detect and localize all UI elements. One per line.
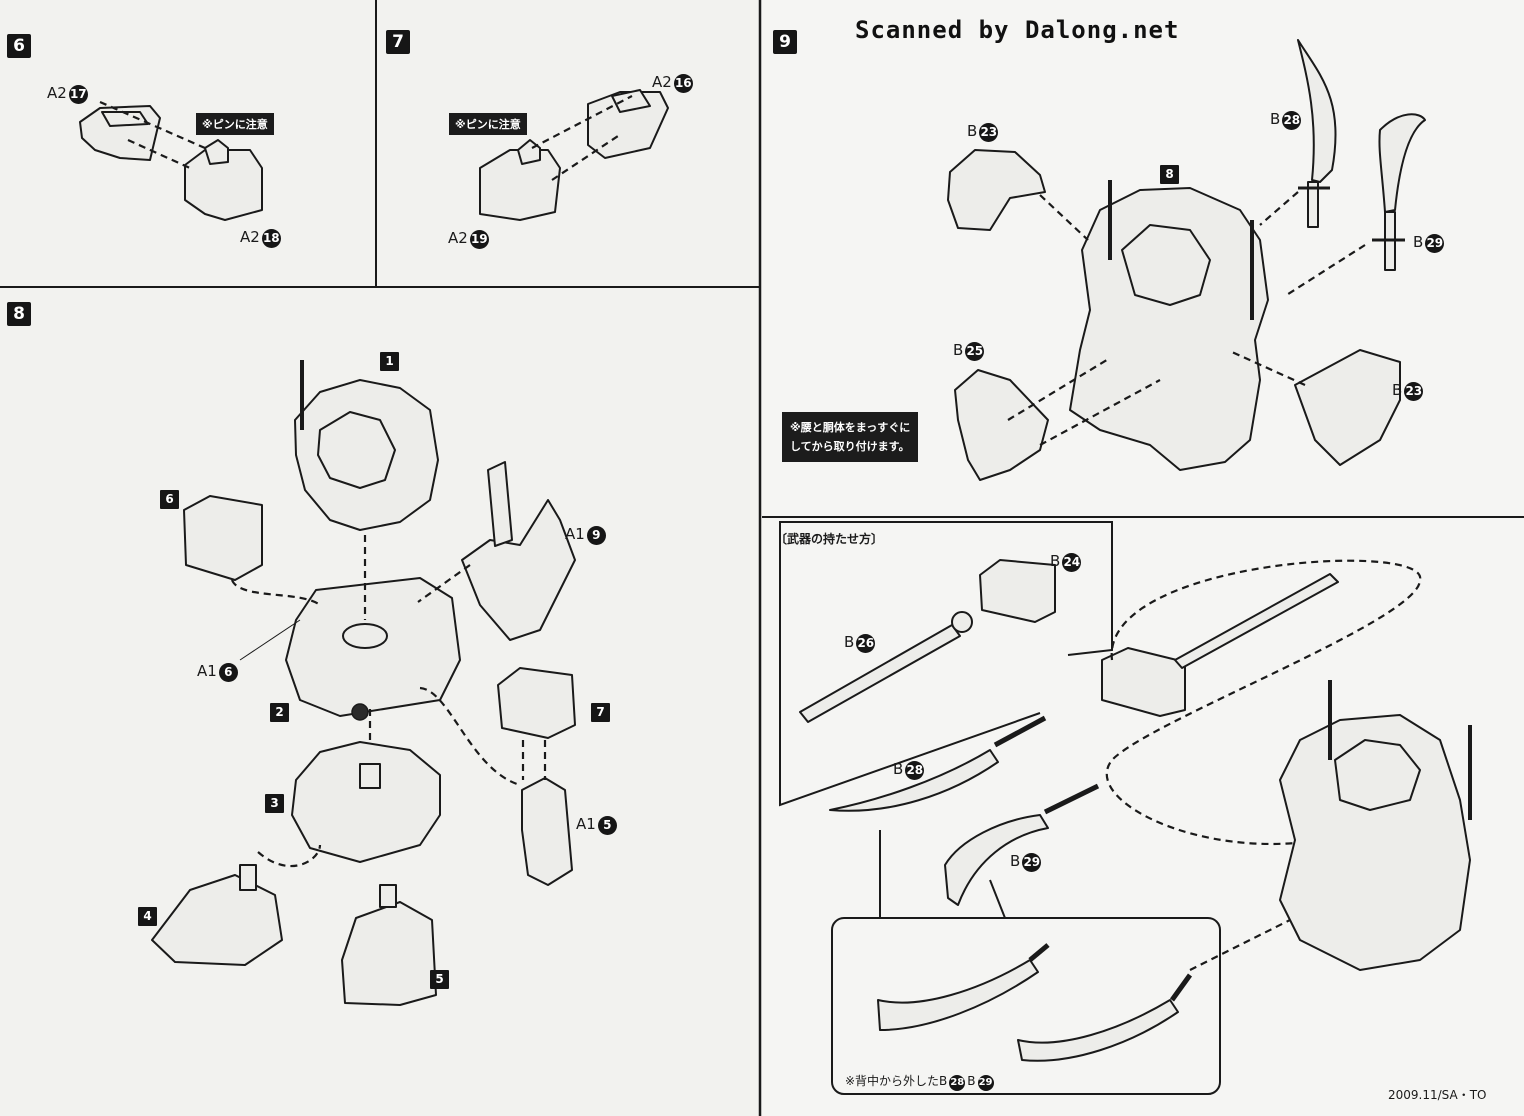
step7-parts <box>479 89 669 221</box>
print-code: 2009.11/SA・TO <box>1388 1088 1487 1102</box>
subpart-4: 4 <box>138 907 157 926</box>
subpart-3: 3 <box>265 794 284 813</box>
step8-parts <box>151 360 576 1006</box>
step9-number: 9 <box>773 30 797 54</box>
subpart-1: 1 <box>380 352 399 371</box>
step8-number: 8 <box>7 302 31 326</box>
step6-parts <box>79 100 263 221</box>
subpart-6: 6 <box>160 490 179 509</box>
subpart-2: 2 <box>270 703 289 722</box>
step9-parts <box>947 39 1426 481</box>
step7-number: 7 <box>386 30 410 54</box>
weapons-section-title: 〔武器の持たせ方〕 <box>775 532 884 546</box>
subpart-7: 7 <box>591 703 610 722</box>
step6-number: 6 <box>7 34 31 58</box>
step9-waist-note: ※腰と胴体をまっすぐに してから取り付けます。 <box>782 412 919 462</box>
assembly-ref-8: 8 <box>1160 165 1179 184</box>
step7-pin-warning: ※ピンに注意 <box>449 113 527 135</box>
subpart-5: 5 <box>430 970 449 989</box>
step6-pin-warning: ※ピンに注意 <box>196 113 274 135</box>
weapons-parts <box>779 521 1472 1095</box>
watermark-text: Scanned by Dalong.net <box>855 16 1180 44</box>
